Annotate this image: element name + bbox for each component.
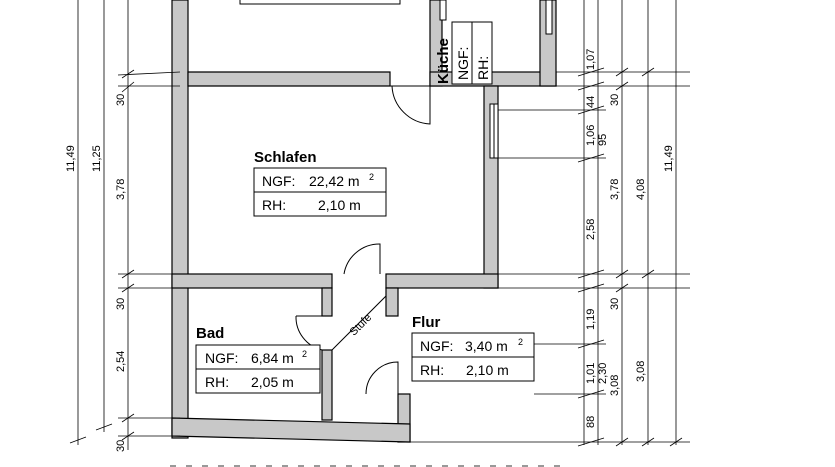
dimensions-right: 1,07 44 1,06 2,58 1,19 1,01 88 95 2,30 3… [410, 0, 690, 447]
flur-ngf-sup: 2 [518, 337, 523, 347]
dim-right-r1-0: 1,07 [585, 49, 597, 70]
dim-right-r2-0: 30 [609, 94, 621, 106]
wall-left-outer [171, 0, 189, 439]
dimensions-left: 11,49 11,25 30 3,78 30 2,54 30 [65, 0, 181, 452]
bad-name: Bad [196, 325, 224, 342]
schlafen-ngf-value: 22,42 m [309, 173, 360, 189]
schlafen-ngf-label: NGF: [262, 173, 295, 189]
wall-flur-left [321, 349, 333, 421]
doors [295, 85, 431, 395]
dim-right-r2-3: 3,08 [609, 375, 621, 396]
dim-right-r1-2: 1,06 [585, 125, 597, 146]
room-kueche: Küche NGF: RH: [435, 21, 493, 85]
wall-middle-right [385, 273, 499, 289]
windows [439, 0, 553, 159]
dim-right-r3-1: 3,08 [635, 361, 647, 382]
room-bad: Bad NGF: 6,84 m 2 RH: 2,05 m [195, 325, 321, 394]
kueche-ngf-label: NGF: [455, 47, 471, 80]
dim-right-r1b-1: 2,30 [597, 363, 609, 384]
room-flur: Flur NGF: 3,40 m 2 RH: 2,10 m [411, 314, 535, 382]
wall-flur-right-upper [385, 287, 399, 317]
bad-rh-label: RH: [205, 374, 229, 390]
schlafen-rh-label: RH: [262, 197, 286, 213]
dim-left-seg3: 30 [115, 298, 127, 310]
kueche-name: Küche [435, 38, 452, 84]
wall-upper-partition [187, 71, 391, 87]
dim-left-seg4: 2,54 [115, 351, 127, 372]
dim-left-seg2: 3,78 [115, 179, 127, 200]
dim-left-inner-total: 11,25 [91, 145, 103, 172]
wall-middle-left [171, 273, 333, 289]
bad-ngf-value: 6,84 m [251, 350, 294, 366]
dim-right-r1-4: 1,19 [585, 309, 597, 330]
room-schlafen: Schlafen NGF: 22,42 m 2 RH: 2,10 m [253, 149, 387, 217]
stair-label: Stufe [348, 312, 375, 339]
flur-rh-label: RH: [420, 362, 444, 378]
dim-right-r1-1: 44 [585, 96, 597, 108]
flur-ngf-value: 3,40 m [465, 338, 508, 354]
walls [171, 0, 557, 443]
bad-ngf-sup: 2 [302, 349, 307, 359]
dim-right-r1-6: 88 [585, 416, 597, 428]
flur-ngf-label: NGF: [420, 338, 453, 354]
kueche-rh-label: RH: [475, 56, 491, 80]
dim-right-r4-0: 11,49 [663, 145, 675, 172]
dim-right-r1b-0: 95 [597, 134, 609, 146]
wall-bad-flur [321, 287, 333, 317]
bad-ngf-label: NGF: [205, 350, 238, 366]
schlafen-rh-value: 2,10 m [318, 197, 361, 213]
flur-name: Flur [412, 314, 440, 331]
dim-left-outer-total: 11,49 [65, 145, 77, 172]
dim-right-r2-2: 30 [609, 298, 621, 310]
dim-left-seg1: 30 [115, 94, 127, 106]
flur-rh-value: 2,10 m [466, 362, 509, 378]
dim-right-r2-1: 3,78 [609, 179, 621, 200]
wall-bottom [171, 417, 411, 443]
schlafen-name: Schlafen [254, 149, 317, 166]
dim-right-r1-5: 1,01 [585, 363, 597, 384]
dim-left-seg5: 30 [115, 440, 127, 452]
schlafen-ngf-sup: 2 [369, 172, 374, 182]
bad-rh-value: 2,05 m [251, 374, 294, 390]
upper-room-box-edge [239, 0, 401, 5]
dim-right-r1-3: 2,58 [585, 219, 597, 240]
dim-right-r3-0: 4,08 [635, 179, 647, 200]
